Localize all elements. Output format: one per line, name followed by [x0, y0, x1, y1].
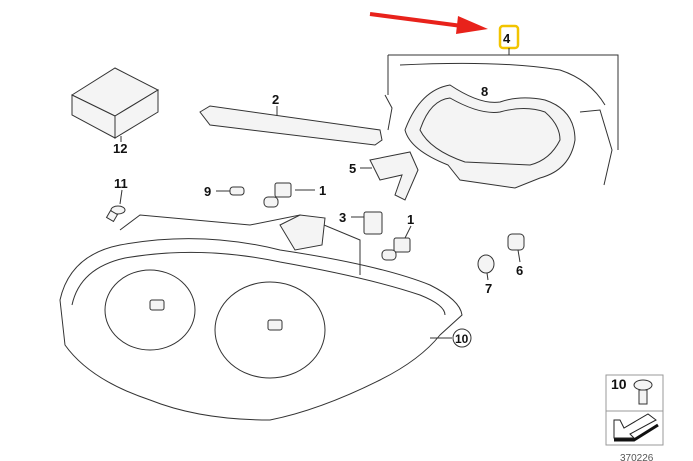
callout-8[interactable]: 8 [481, 84, 488, 99]
wire-loom [399, 62, 606, 106]
callout-10[interactable]: 10 [455, 332, 469, 346]
part-2-bracket [199, 105, 383, 146]
callout-11[interactable]: 11 [114, 176, 128, 191]
callout-1-upper[interactable]: 1 [319, 183, 326, 198]
callout-4[interactable]: 4 [503, 31, 511, 46]
wire-end-right [579, 109, 613, 186]
callout-6[interactable]: 6 [516, 263, 523, 278]
screw-icon [633, 379, 653, 391]
part-1-bulb-lower [381, 237, 411, 261]
part-3-socket [363, 211, 383, 235]
part-5-clip [369, 151, 419, 201]
callout-12[interactable]: 12 [113, 141, 127, 156]
red-arrow-annotation [369, 12, 488, 34]
part-11-screw [105, 205, 126, 223]
legend-number: 10 [611, 376, 627, 392]
part-6-socket [507, 233, 525, 251]
headlight-housing [59, 214, 463, 421]
callout-1-lower[interactable]: 1 [407, 212, 414, 227]
callout-5[interactable]: 5 [349, 161, 356, 176]
part-7-bulb [477, 254, 495, 274]
legend-box [605, 374, 664, 446]
arrow-direction-icon [613, 413, 657, 439]
reference-number: 370226 [620, 453, 654, 461]
part-9-bulb [229, 186, 245, 196]
part-1-bulb-upper [263, 182, 292, 208]
wire-end-left [384, 94, 393, 131]
callout-3[interactable]: 3 [339, 210, 346, 225]
part-8-housing-cover [404, 84, 576, 189]
callout-2[interactable]: 2 [272, 92, 279, 107]
callout-9[interactable]: 9 [204, 184, 211, 199]
callout-10-circle [452, 328, 472, 348]
part-12-repair-kit [70, 67, 160, 139]
callout-4-bracket [387, 48, 619, 150]
callout-7[interactable]: 7 [485, 281, 492, 296]
